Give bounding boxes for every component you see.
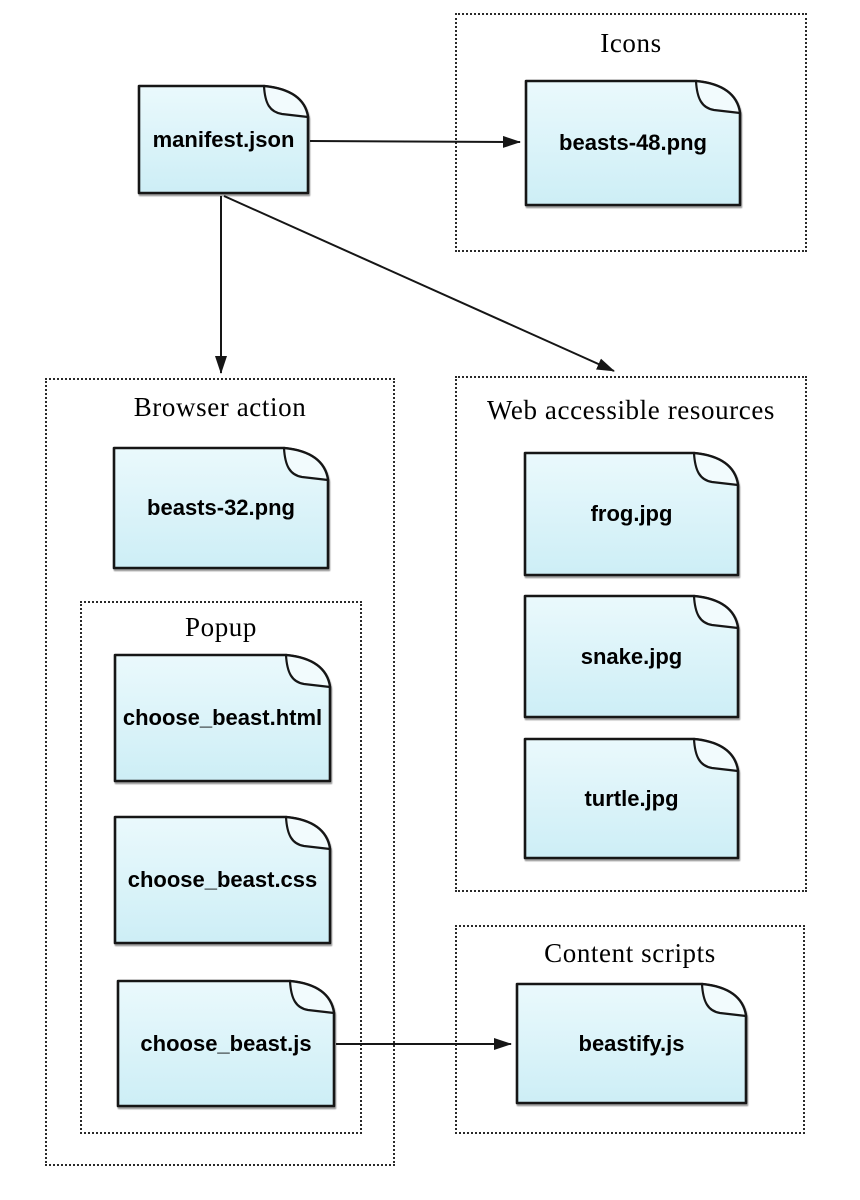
note-fold-icon <box>262 84 310 119</box>
note-fold-icon <box>694 79 742 115</box>
note-shape <box>112 446 330 570</box>
file-node-choose-beast-css: choose_beast.css <box>113 815 332 945</box>
note-shape <box>113 653 332 783</box>
file-node-choose-beast-js: choose_beast.js <box>116 979 336 1108</box>
file-node-turtle-jpg: turtle.jpg <box>523 737 740 860</box>
note-shape <box>523 737 740 860</box>
file-label-beasts-32-png: beasts-32.png <box>147 495 295 520</box>
note-shape <box>524 79 742 207</box>
file-label-turtle-jpg: turtle.jpg <box>584 785 679 811</box>
file-node-choose-beast-html: choose_beast.html <box>113 653 332 783</box>
note-shape <box>523 594 740 719</box>
file-label-frog-jpg: frog.jpg <box>590 501 673 526</box>
group-web-accessible-resources-title: Web accessible resources <box>486 395 776 425</box>
file-node-manifest-json: manifest.json <box>137 84 310 195</box>
note-fold-icon <box>288 979 336 1015</box>
file-node-snake-jpg: snake.jpg <box>523 594 740 719</box>
file-label-beastify-js: beastify.js <box>578 1030 685 1056</box>
note-shape <box>523 451 740 577</box>
note-fold-icon <box>692 737 740 773</box>
note-shape <box>515 982 748 1105</box>
group-web-accessible-resources: Web accessible resources <box>455 376 807 892</box>
note-shape <box>116 979 336 1108</box>
file-label-choose-beast-html: choose_beast.html <box>122 705 323 730</box>
file-label-choose-beast-js: choose_beast.js <box>140 1030 312 1056</box>
group-content-scripts: Content scripts <box>455 925 805 1134</box>
group-icons: Icons <box>455 13 807 252</box>
file-label-beasts-48-png: beasts-48.png <box>559 130 707 155</box>
note-shape <box>113 815 332 945</box>
group-content-scripts-title: Content scripts <box>544 938 716 968</box>
group-popup: Popup <box>80 601 362 1134</box>
file-label-snake-jpg: snake.jpg <box>580 643 683 669</box>
note-fold-icon <box>282 446 330 482</box>
note-fold-icon <box>284 815 332 851</box>
note-fold-icon <box>692 451 740 487</box>
group-icons-title: Icons <box>600 28 662 58</box>
group-browser-action-title: Browser action <box>133 392 307 422</box>
group-popup-title: Popup <box>184 612 258 642</box>
file-node-beasts-32-png: beasts-32.png <box>112 446 330 570</box>
file-node-frog-jpg: frog.jpg <box>523 451 740 577</box>
note-fold-icon <box>700 982 748 1018</box>
note-shape <box>137 84 310 195</box>
note-fold-icon <box>284 653 332 689</box>
file-node-beastify-js: beastify.js <box>515 982 748 1105</box>
file-node-beasts-48-png: beasts-48.png <box>524 79 742 207</box>
group-browser-action: Browser action <box>45 378 395 1166</box>
file-label-manifest-json: manifest.json <box>152 126 295 152</box>
note-fold-icon <box>692 594 740 630</box>
file-label-choose-beast-css: choose_beast.css <box>127 867 318 892</box>
